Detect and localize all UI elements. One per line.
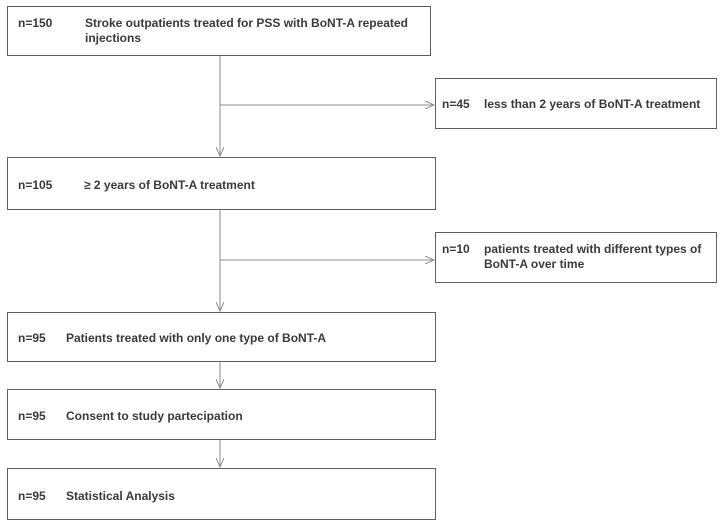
step-description: Consent to study partecipation [66, 409, 243, 423]
flow-box-step3: n=95 Patients treated with only one type… [7, 312, 436, 362]
exclusion-box-1: n=45 less than 2 years of BoNT-A treatme… [435, 78, 717, 129]
flow-box-step1: n=150 Stroke outpatients treated for PSS… [7, 6, 431, 56]
count-label: n=95 [18, 409, 46, 423]
count-label: n=105 [18, 178, 53, 192]
count-label: n=45 [442, 97, 470, 111]
flow-box-step4: n=95 Consent to study partecipation [7, 389, 436, 440]
exclusion-description: patients treated with different types of… [484, 242, 702, 271]
count-label: n=10 [442, 242, 470, 256]
flow-box-step2: n=105 ≥ 2 years of BoNT-A treatment [7, 157, 436, 210]
count-label: n=150 [18, 16, 53, 30]
count-label: n=95 [18, 331, 46, 345]
count-label: n=95 [18, 489, 46, 503]
step-description: Patients treated with only one type of B… [66, 331, 327, 345]
exclusion-description: less than 2 years of BoNT-A treatment [484, 97, 701, 111]
step-description: Stroke outpatients treated for PSS with … [85, 16, 408, 45]
exclusion-box-2: n=10 patients treated with different typ… [435, 232, 717, 283]
step-description: Statistical Analysis [66, 489, 175, 503]
flow-box-step5: n=95 Statistical Analysis [7, 468, 436, 520]
step-description: ≥ 2 years of BoNT-A treatment [84, 178, 255, 192]
